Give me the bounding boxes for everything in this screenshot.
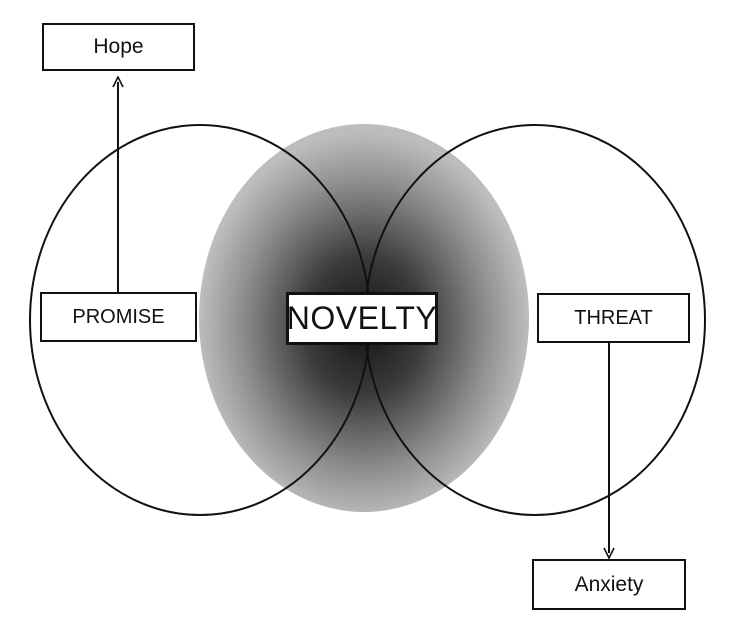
anxiety-node: Anxiety: [532, 559, 686, 610]
novelty-node: NOVELTY: [286, 292, 438, 345]
hope-label: Hope: [93, 35, 144, 58]
threat-node: THREAT: [537, 293, 690, 343]
promise-node: PROMISE: [40, 292, 197, 342]
anxiety-label: Anxiety: [574, 572, 644, 596]
promise-label: PROMISE: [72, 305, 165, 328]
hope-node: Hope: [42, 23, 195, 71]
threat-label: THREAT: [574, 306, 653, 329]
novelty-label: NOVELTY: [286, 300, 438, 336]
